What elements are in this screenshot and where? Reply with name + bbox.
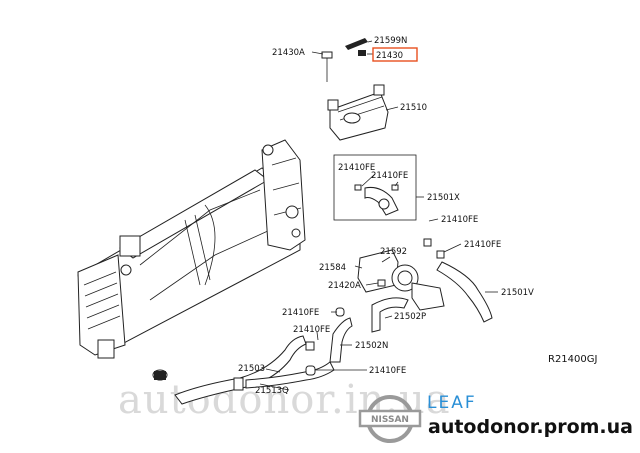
label-21501X: 21501X bbox=[427, 193, 460, 203]
label-21410FE-b: 21410FE bbox=[371, 171, 408, 181]
label-21410FE-d: 21410FE bbox=[464, 240, 501, 250]
label-21503: 21503 bbox=[238, 364, 265, 374]
label-21510: 21510 bbox=[400, 103, 427, 113]
reference-code: R21400GJ bbox=[548, 354, 597, 365]
water-pump-group bbox=[357, 238, 445, 311]
label-21410FE-f: 21410FE bbox=[293, 325, 330, 335]
label-21410FE-a: 21410FE bbox=[338, 163, 375, 173]
website-text: autodonor.prom.ua bbox=[428, 416, 633, 438]
label-21420A: 21420A bbox=[328, 281, 361, 291]
label-21501V: 21501V bbox=[501, 288, 534, 298]
nissan-logo: NISSAN bbox=[358, 395, 422, 443]
label-21502P: 21502P bbox=[394, 312, 426, 322]
label-21502N: 21502N bbox=[355, 341, 388, 351]
model-name: LEAF bbox=[427, 393, 477, 413]
label-21410FE-c: 21410FE bbox=[441, 215, 478, 225]
label-21410FE-g: 21410FE bbox=[369, 366, 406, 376]
label-21430A: 21430A bbox=[272, 48, 305, 58]
label-21430-highlight bbox=[372, 47, 418, 62]
hoses bbox=[174, 261, 493, 405]
label-21410FE-e: 21410FE bbox=[282, 308, 319, 318]
label-21592: 21592 bbox=[380, 247, 407, 257]
nissan-logo-text: NISSAN bbox=[371, 415, 409, 425]
part-labels: 21599N 21430A 21430 21510 21410FE 21410F… bbox=[238, 36, 597, 396]
label-21599N: 21599N bbox=[374, 36, 407, 46]
reservoir-tank bbox=[321, 38, 389, 141]
label-21584: 21584 bbox=[319, 263, 346, 273]
label-21430: 21430 bbox=[376, 51, 403, 61]
label-21513Q: 21513Q bbox=[255, 386, 289, 396]
hose-set-21501X bbox=[333, 154, 417, 221]
radiator-assembly bbox=[77, 139, 306, 381]
leader-lines bbox=[259, 40, 498, 391]
